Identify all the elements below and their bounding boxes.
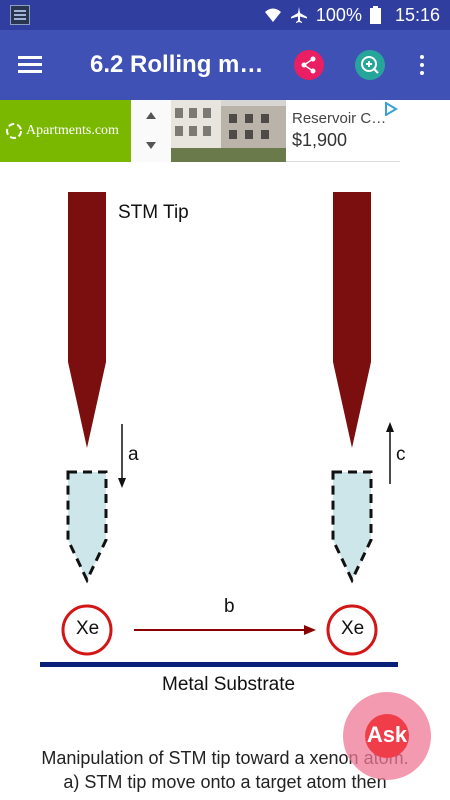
battery-icon <box>369 6 381 24</box>
ad-next-arrow-icon[interactable] <box>146 142 156 149</box>
page-title: 6.2 Rolling motion of STM tip <box>90 51 275 78</box>
share-icon <box>301 56 316 74</box>
battery-percent: 100% <box>315 4 362 25</box>
ask-button-core <box>365 714 409 758</box>
right-stm-tip <box>333 192 371 448</box>
menu-icon[interactable] <box>14 50 46 80</box>
substrate-label: Metal Substrate <box>162 674 296 695</box>
airplane-icon <box>290 7 307 23</box>
stm-diagram-graphic <box>40 192 398 667</box>
app-notification-icon <box>10 5 30 25</box>
clock: 15:16 <box>394 4 440 25</box>
building-image <box>171 100 286 162</box>
stm-tip-label: STM Tip <box>118 202 189 223</box>
ad-listing-title: Reservoir Court <box>292 110 388 127</box>
app-bar: 6.2 Rolling motion of STM tip <box>0 30 450 100</box>
ad-building-photo[interactable] <box>171 100 286 162</box>
wifi-icon <box>264 8 281 22</box>
status-indicators: 100% 15:16 <box>264 0 440 30</box>
ad-listing-info[interactable]: Reservoir Court $1,900 <box>286 100 400 162</box>
ad-previous-arrow-icon[interactable] <box>146 112 156 119</box>
arrow-b-head <box>304 625 316 635</box>
status-bar: 100% 15:16 <box>0 0 450 30</box>
zoom-in-button[interactable] <box>355 50 385 80</box>
arrow-c-head <box>386 422 394 432</box>
zoom-in-icon <box>361 56 379 74</box>
ask-button[interactable]: Ask <box>343 692 431 780</box>
arrow-a-head <box>118 478 126 488</box>
right-ghost-tip <box>331 470 373 584</box>
ad-listing-price: $1,900 <box>292 130 348 150</box>
ad-choices-icon[interactable] <box>384 102 398 116</box>
left-stm-tip <box>68 192 106 448</box>
caption-line-2: a) STM tip move onto a target atom then <box>63 772 387 792</box>
arrow-a-label: a <box>128 444 139 465</box>
right-xe-atom <box>326 604 378 656</box>
stm-diagram: STM Tip a c b Xe Xe Metal Substrate <box>0 162 450 742</box>
metal-substrate <box>40 662 398 667</box>
left-xe-atom <box>61 604 113 656</box>
share-button[interactable] <box>294 50 324 80</box>
arrow-b-label: b <box>224 596 235 617</box>
right-xe-label: Xe <box>341 618 365 639</box>
apartments-logo-icon <box>6 123 22 139</box>
ad-carousel-controls <box>131 100 171 162</box>
more-options-icon[interactable] <box>410 50 434 80</box>
caption-line-1: Manipulation of STM tip toward a xenon a… <box>41 748 409 768</box>
left-xe-label: Xe <box>76 618 100 639</box>
figure-caption: Manipulation of STM tip toward a xenon a… <box>0 746 450 794</box>
left-ghost-tip <box>66 470 108 584</box>
ad-banner[interactable]: Apartments.com Reservoir Cour <box>0 100 400 162</box>
ad-brand-name: Apartments.com <box>26 123 119 138</box>
ask-button-label: Ask <box>366 722 408 747</box>
arrow-c-label: c <box>396 444 406 465</box>
ad-brand-logo[interactable]: Apartments.com <box>0 100 131 162</box>
